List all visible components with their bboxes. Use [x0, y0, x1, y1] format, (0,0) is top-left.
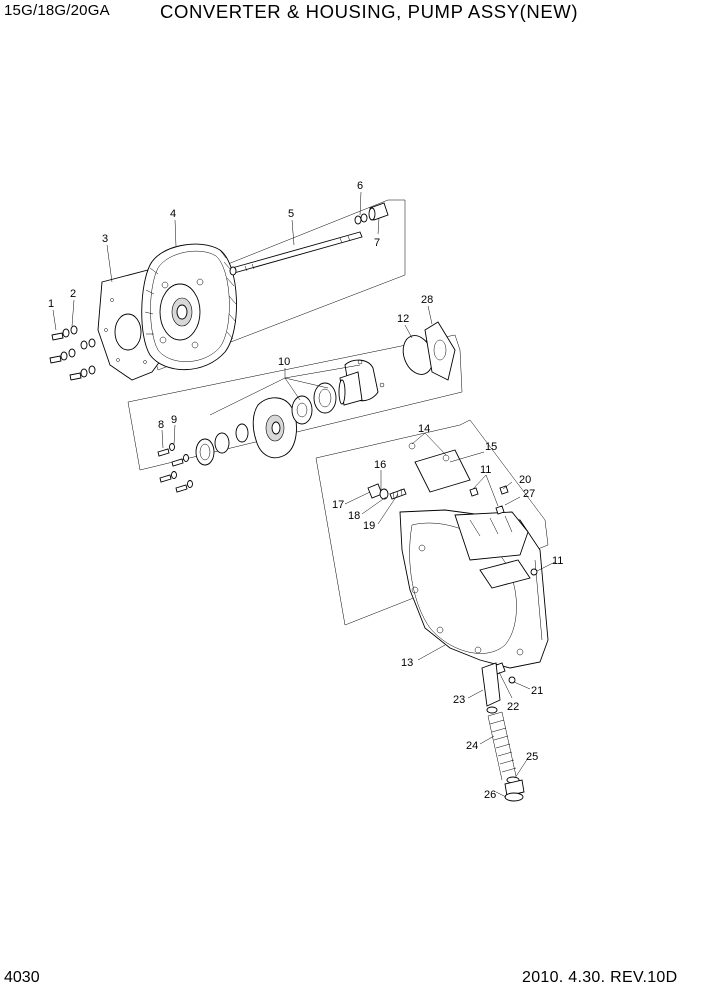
input-shaft: [229, 231, 363, 276]
pump-cover: [338, 359, 385, 406]
callout-18: 18: [348, 510, 360, 522]
callout-24: 24: [466, 740, 478, 752]
flex-plate-bolts: [49, 325, 96, 381]
gasket-plate: [424, 321, 456, 381]
callout-2: 2: [70, 288, 76, 300]
callout-10: 10: [278, 356, 290, 368]
filler-tube-assembly: [481, 662, 525, 802]
torque-converter: [141, 243, 237, 371]
page-number: 4030: [4, 969, 40, 986]
page-title: CONVERTER & HOUSING, PUMP ASSY(NEW): [160, 1, 579, 22]
callout-1: 1: [48, 298, 54, 310]
callout-9: 9: [171, 414, 177, 426]
revision-date: 2010. 4.30. REV.10D: [522, 969, 678, 986]
callout-19: 19: [363, 520, 375, 532]
callout-5: 5: [288, 208, 294, 220]
callout-26: 26: [484, 789, 496, 801]
shaft-rings: [354, 213, 368, 225]
callout-28: 28: [421, 294, 433, 306]
leader-lines: [52, 191, 556, 798]
housing-group-frame: [315, 419, 549, 626]
callout-13: 13: [401, 657, 413, 669]
pump-seals: [195, 423, 249, 466]
pump-gears: [291, 382, 337, 425]
callout-3: 3: [102, 233, 108, 245]
pump-bolts: [157, 443, 193, 493]
callout-25: 25: [526, 751, 538, 763]
pump-body: [252, 397, 297, 459]
callout-11a: 11: [480, 464, 491, 476]
pump-group-frame: [127, 334, 463, 471]
callout-14: 14: [418, 423, 430, 435]
shaft-sleeve: [368, 202, 389, 221]
model-code: 15G/18G/20GA: [4, 2, 110, 19]
callout-17: 17: [332, 499, 344, 511]
callout-21: 21: [531, 685, 543, 697]
callout-20: 20: [519, 474, 531, 486]
callout-4: 4: [170, 208, 176, 220]
housing-fittings: [469, 485, 538, 684]
callout-27: 27: [523, 488, 535, 500]
callout-23: 23: [453, 694, 465, 706]
callout-15: 15: [485, 441, 497, 453]
callout-7: 7: [374, 237, 380, 249]
callout-11b: 11: [552, 555, 563, 567]
callout-8: 8: [158, 419, 164, 431]
callout-16: 16: [374, 459, 386, 471]
relief-valve-parts: [367, 483, 407, 500]
converter-housing: [399, 509, 549, 669]
callout-6: 6: [357, 180, 363, 192]
callout-22: 22: [507, 701, 519, 713]
strainer-cover: [408, 442, 471, 493]
callout-12: 12: [397, 313, 409, 325]
